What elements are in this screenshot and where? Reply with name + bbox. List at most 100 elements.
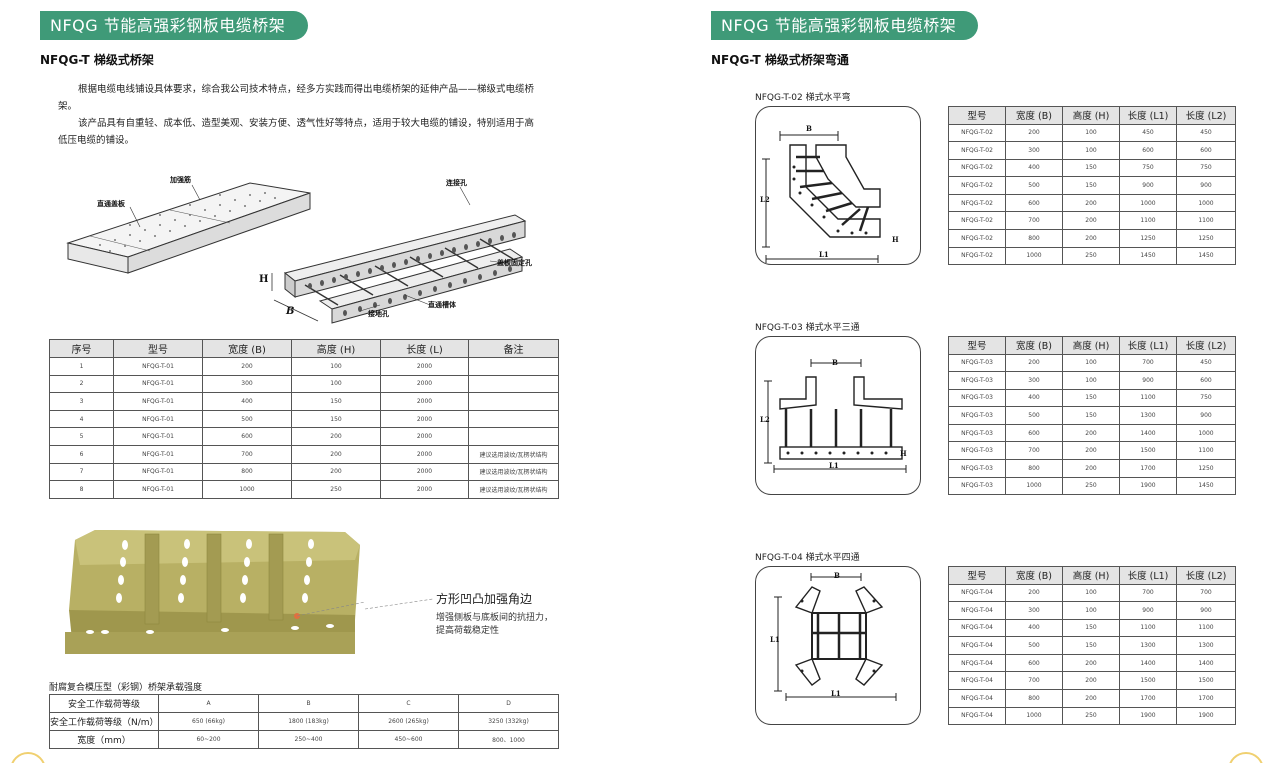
table-cell: 100 xyxy=(1062,123,1120,143)
table-cell: 600 xyxy=(202,427,292,446)
table-cell: 250 xyxy=(1062,476,1120,496)
page-marker-right xyxy=(1228,752,1264,763)
table-cell: 900 xyxy=(1119,371,1177,390)
table-cell: 建议选用波纹/瓦楞状结构 xyxy=(468,462,559,482)
column-header: 型号 xyxy=(948,336,1006,355)
table-cell: 800 xyxy=(202,462,292,482)
table-cell: 700 xyxy=(1119,583,1177,603)
table-cell: 2000 xyxy=(380,357,469,376)
column-header: 型号 xyxy=(113,339,203,358)
callout-title: 方形凹凸加强角边 xyxy=(436,592,533,606)
tray-product-photo xyxy=(65,530,365,654)
table-cell: 450 xyxy=(1119,123,1177,143)
table-cell: NFQG-T-03 xyxy=(948,353,1006,373)
table-cell: NFQG-T-01 xyxy=(113,480,203,499)
fig03-label-l1: L1 xyxy=(829,461,839,470)
table-row: 安全工作载荷等级（N/m）650 (66kg)1800 (183kg)2600 … xyxy=(49,712,559,731)
table-cell: NFQG-T-03 xyxy=(948,441,1006,461)
table-cell: 1450 xyxy=(1176,246,1236,266)
column-header: 宽度 (B) xyxy=(1005,336,1063,355)
left-subtitle: NFQG-T 梯级式桥架 xyxy=(40,53,154,67)
tray-diagram xyxy=(66,182,527,324)
table-cell xyxy=(468,427,559,446)
table-cell: 700 xyxy=(1119,353,1177,373)
column-header: 长度 (L2) xyxy=(1176,106,1236,125)
column-header: 长度 (L1) xyxy=(1119,566,1177,585)
table-cell: 1000 xyxy=(202,480,292,499)
row-header: 安全工作载荷等级 xyxy=(49,694,159,713)
table-cell: 400 xyxy=(1005,158,1063,178)
table-cell: 200 xyxy=(1062,229,1120,248)
table-cell: 2000 xyxy=(380,392,469,411)
table-cell: 3250 (332kg) xyxy=(458,712,559,731)
table-cell: 1100 xyxy=(1176,441,1236,461)
table-cell: 200 xyxy=(291,462,381,482)
label-conn-hole: 连接孔 xyxy=(446,178,467,187)
table-cell: 600 xyxy=(1005,653,1063,673)
table-cell: 900 xyxy=(1119,176,1177,195)
fig03-label-l2: L2 xyxy=(760,415,770,424)
section-caption-02: NFQG-T-02 梯式水平弯 xyxy=(755,93,851,103)
table-cell: 4 xyxy=(49,409,114,429)
table-cell: 300 xyxy=(1005,601,1063,620)
fig04-label-l1: L1 xyxy=(831,689,841,698)
table-cell: 建议选用波纹/瓦楞状结构 xyxy=(468,480,559,499)
table-cell: 750 xyxy=(1119,158,1177,178)
column-header: 高度 (H) xyxy=(291,339,381,358)
table-cell: 900 xyxy=(1176,601,1236,620)
label-cover: 直通盖板 xyxy=(97,199,125,208)
table-cell: 1000 xyxy=(1005,706,1063,726)
section-caption-04: NFQG-T-04 梯式水平四通 xyxy=(755,553,860,563)
table-cell: NFQG-T-02 xyxy=(948,246,1006,266)
table-cell: 200 xyxy=(1062,689,1120,708)
table-cell: 600 xyxy=(1176,141,1236,160)
table-cell: NFQG-T-04 xyxy=(948,601,1006,620)
table-cell: 1700 xyxy=(1176,689,1236,708)
table-cell: 建议选用波纹/瓦楞状结构 xyxy=(468,444,559,464)
table-cell: 6 xyxy=(49,444,114,464)
table-cell: 1450 xyxy=(1119,246,1177,266)
table-cell: 150 xyxy=(291,409,381,429)
table-cell: 200 xyxy=(1062,459,1120,478)
label-rib: 加强筋 xyxy=(170,175,191,184)
table-cell: 1000 xyxy=(1176,423,1236,443)
table-cell: 700 xyxy=(202,444,292,464)
table-cell: C xyxy=(358,694,459,713)
fig02-label-l1: L1 xyxy=(819,250,829,259)
section-caption-03: NFQG-T-03 梯式水平三通 xyxy=(755,323,860,333)
table-cell: B xyxy=(258,694,359,713)
callout: 方形凹凸加强角边 增强侧板与底板间的抗扭力， 提高荷载稳定性 xyxy=(436,590,553,636)
table-cell: D xyxy=(458,694,559,713)
page-marker-left xyxy=(10,752,46,763)
table-cell: 1100 xyxy=(1119,211,1177,231)
table-header-row: 型号宽度 (B)高度 (H)长度 (L1)长度 (L2) xyxy=(948,336,1236,355)
table-cell: 150 xyxy=(1062,158,1120,178)
table-cell: 1700 xyxy=(1119,689,1177,708)
table-cell: 200 xyxy=(1062,671,1120,691)
table-cell: 1700 xyxy=(1119,459,1177,478)
column-header: 宽度 (B) xyxy=(1005,566,1063,585)
table-cell: 150 xyxy=(291,392,381,411)
callout-text-2: 提高荷载稳定性 xyxy=(436,626,500,636)
table-cell: 2000 xyxy=(380,374,469,394)
column-header: 宽度 (B) xyxy=(202,339,292,358)
table-cell: 1100 xyxy=(1176,618,1236,638)
table-cell: 300 xyxy=(1005,371,1063,390)
cover-tray-drawing xyxy=(66,182,311,274)
table-cell: 150 xyxy=(1062,618,1120,638)
table-cell: 1000 xyxy=(1005,246,1063,266)
table-cell: 1 xyxy=(49,357,114,376)
